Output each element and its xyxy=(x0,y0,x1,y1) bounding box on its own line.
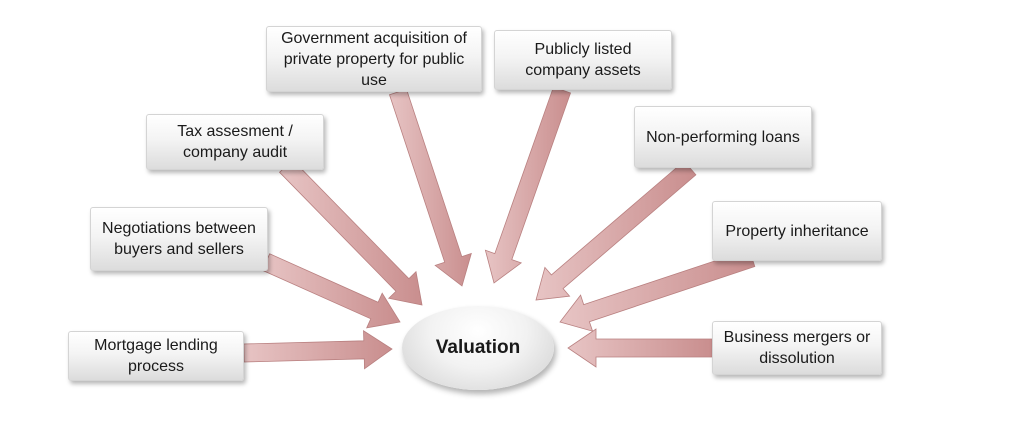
node-government-acquisition-label: Government acquisition of private proper… xyxy=(281,29,467,89)
arrow-npl xyxy=(535,160,697,301)
center-node-valuation: Valuation xyxy=(402,306,554,390)
node-tax-assessment-label: Tax assesment / company audit xyxy=(177,123,293,161)
node-publicly-listed: Publicly listed company assets xyxy=(494,30,672,90)
arrow-inheritance xyxy=(559,248,756,332)
node-mortgage-lending-label: Mortgage lending process xyxy=(94,337,218,375)
node-mortgage-lending: Mortgage lending process xyxy=(68,331,244,381)
node-business-mergers-label: Business mergers or dissolution xyxy=(723,329,871,367)
arrow-negotiations xyxy=(261,253,401,329)
node-non-performing-loans: Non-performing loans xyxy=(634,106,812,168)
arrow-publicly xyxy=(484,86,572,284)
node-business-mergers: Business mergers or dissolution xyxy=(712,321,882,375)
node-tax-assessment: Tax assesment / company audit xyxy=(146,114,324,170)
node-property-inheritance: Property inheritance xyxy=(712,201,882,261)
node-negotiations: Negotiations between buyers and sellers xyxy=(90,207,268,271)
arrow-mergers xyxy=(567,328,713,368)
node-publicly-listed-label: Publicly listed company assets xyxy=(525,41,641,79)
arrow-mortgage xyxy=(243,330,393,370)
node-government-acquisition: Government acquisition of private proper… xyxy=(266,26,482,92)
arrow-tax xyxy=(279,159,423,306)
node-non-performing-loans-label: Non-performing loans xyxy=(646,128,800,146)
center-node-label: Valuation xyxy=(435,337,521,358)
node-property-inheritance-label: Property inheritance xyxy=(725,222,869,240)
arrow-government xyxy=(388,88,472,287)
node-negotiations-label: Negotiations between buyers and sellers xyxy=(102,220,256,258)
